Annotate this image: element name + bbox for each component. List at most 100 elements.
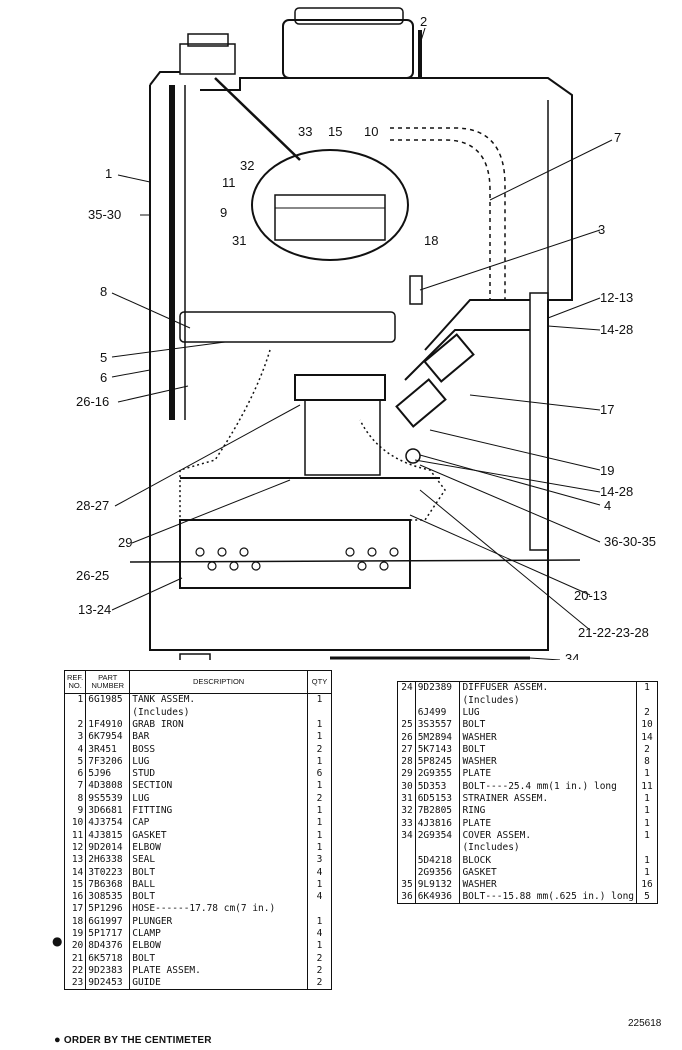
cell-desc: BOLT — [459, 743, 637, 756]
cell-qty: 1 — [307, 804, 332, 817]
cell-part: 7F3206 — [85, 755, 130, 768]
cell-part: 2H6338 — [85, 853, 130, 867]
cell-ref: 10 — [63, 816, 86, 830]
cell-ref: 9 — [63, 804, 86, 817]
cell-ref — [397, 841, 416, 855]
cell-ref: 34 — [397, 829, 416, 842]
cell-ref: 33 — [397, 817, 416, 830]
callout-19: 19 — [600, 463, 614, 478]
cell-desc: ELBOW — [129, 841, 308, 854]
cell-desc: BOSS — [129, 743, 308, 756]
cell-desc: ELBOW — [129, 939, 308, 953]
cell-qty: 10 — [636, 718, 658, 732]
cell-ref: 4 — [63, 743, 86, 756]
cell-ref: 5 — [63, 755, 86, 768]
table-row: (Includes) — [397, 841, 658, 855]
cell-desc: STRAINER ASSEM. — [459, 792, 637, 805]
cell-part — [414, 841, 460, 855]
callout-4: 4 — [604, 498, 611, 513]
cell-desc: LUG — [129, 755, 308, 768]
callout-20-13: 20-13 — [574, 588, 607, 603]
cell-desc: BOLT — [129, 952, 308, 965]
callout-35-30: 35-30 — [88, 207, 121, 222]
cell-ref: 18 — [63, 915, 86, 928]
cell-qty: 14 — [636, 731, 658, 744]
cell-qty: 1 — [307, 878, 332, 891]
cell-part: 4J3816 — [414, 817, 460, 830]
cell-desc: BOLT — [129, 890, 308, 904]
cell-ref: 8 — [63, 792, 86, 805]
cell-qty: 11 — [636, 780, 658, 793]
cell-ref: 17 — [63, 903, 86, 916]
cell-part: 3D6681 — [85, 804, 130, 817]
bullet-icon: ● — [54, 1034, 61, 1046]
cell-part: 5J96 — [85, 767, 130, 781]
cell-desc: WASHER — [459, 878, 637, 892]
callout-36-30-35: 36-30-35 — [604, 534, 656, 549]
cell-part: 9L9132 — [414, 878, 460, 892]
cell-desc: (Includes) — [459, 694, 637, 707]
cell-qty: 8 — [636, 755, 658, 769]
cell-part: 6G1997 — [85, 915, 130, 928]
header-ref-no: REF. NO. — [63, 670, 86, 694]
cell-desc: GUIDE — [129, 976, 308, 990]
order-by-centimeter-marker-icon: ● — [52, 934, 63, 948]
cell-qty: 1 — [636, 866, 658, 879]
cell-ref: 19 — [63, 927, 86, 940]
cell-desc: GASKET — [459, 866, 637, 879]
table-row: (Includes) — [397, 694, 658, 707]
cell-qty: 5 — [636, 891, 658, 904]
cell-ref: 35 — [397, 878, 416, 892]
cell-desc: CAP — [129, 816, 308, 830]
callout-13-24: 13-24 — [78, 602, 111, 617]
cell-desc: LUG — [129, 792, 308, 805]
cell-part: 7B6368 — [85, 878, 130, 891]
cell-ref: 20 — [63, 939, 86, 953]
cell-ref: 22 — [63, 964, 86, 977]
cell-ref: 12 — [63, 841, 86, 854]
callout-26-16: 26-16 — [76, 394, 109, 409]
cell-desc: FITTING — [129, 804, 308, 817]
cell-desc: TANK ASSEM. — [129, 693, 308, 707]
cell-desc: BOLT — [129, 866, 308, 879]
callout-8: 8 — [100, 284, 107, 299]
callout-2: 2 — [420, 14, 427, 29]
cell-qty: 6 — [307, 767, 332, 781]
cell-part: 5P8245 — [414, 755, 460, 769]
cell-part: 4J3754 — [85, 816, 130, 830]
drawing-number: 225618 — [628, 1018, 662, 1029]
callout-33: 33 — [298, 124, 312, 139]
cell-qty: 4 — [307, 866, 332, 879]
callout-1: 1 — [105, 166, 112, 181]
header-qty: QTY — [307, 670, 332, 694]
cell-desc: BAR — [129, 730, 308, 744]
cell-desc: PLUNGER — [129, 915, 308, 928]
cell-qty — [307, 706, 332, 719]
cell-ref: 3 — [63, 730, 86, 744]
header-description: DESCRIPTION — [129, 670, 308, 694]
callout-18: 18 — [424, 233, 438, 248]
cell-ref: 14 — [63, 866, 86, 879]
cell-part: 9D2383 — [85, 964, 130, 977]
cell-qty: 1 — [636, 829, 658, 842]
callout-29: 29 — [118, 535, 132, 550]
